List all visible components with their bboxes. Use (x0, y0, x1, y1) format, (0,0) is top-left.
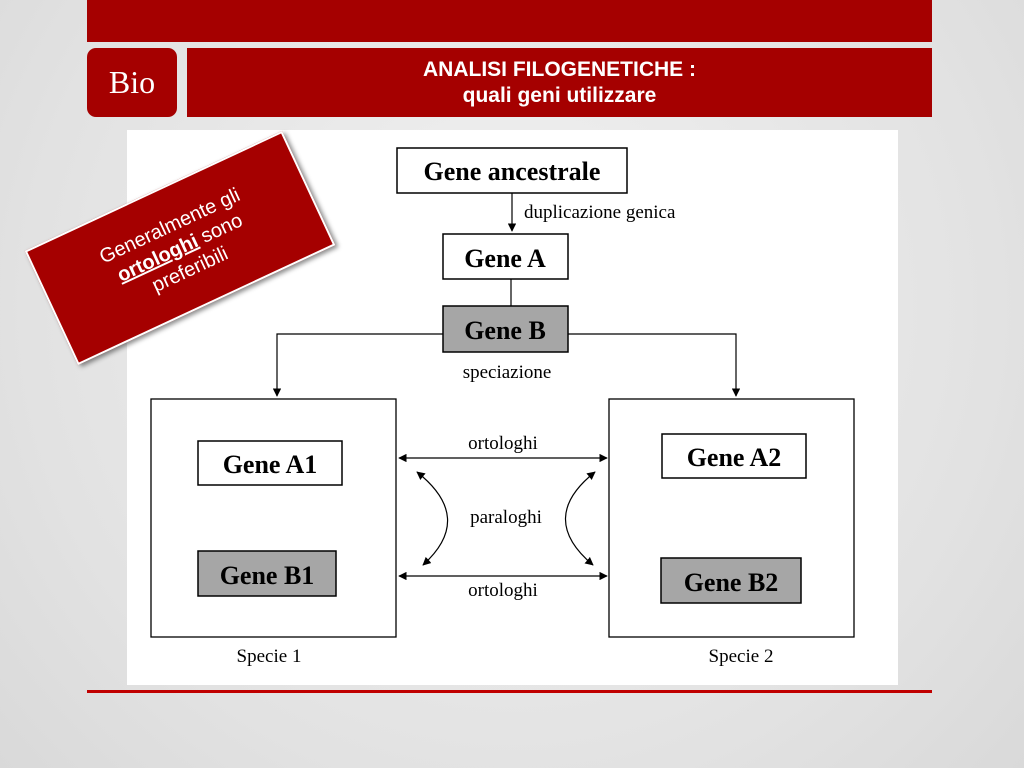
box-gene-a2 (661, 433, 807, 479)
label-ortologhi-bottom: ortologhi (468, 580, 538, 601)
label-gene-a: Gene A (464, 244, 546, 273)
box-gene-a (442, 233, 569, 280)
label-duplicazione: duplicazione genica (524, 202, 676, 223)
label-paraloghi: paraloghi (470, 507, 542, 528)
arrow-paraloghi-right (564, 471, 596, 566)
arrow-paraloghi-left (416, 471, 449, 566)
slide-title: ANALISI FILOGENETICHE : quali geni utili… (187, 48, 932, 117)
label-gene-a1: Gene A1 (223, 450, 318, 479)
box-gene-b2 (660, 557, 802, 604)
label-specie-2: Specie 2 (709, 646, 774, 667)
title-line-2: quali geni utilizzare (462, 83, 657, 107)
box-gene-b1 (197, 550, 337, 597)
gene-diagram: Gene ancestrale duplicazione genica Gene… (127, 130, 898, 685)
box-gene-a1 (197, 440, 343, 486)
title-line-1: ANALISI FILOGENETICHE : (423, 57, 696, 81)
label-speciazione: speciazione (463, 362, 552, 383)
logo-badge: Bio (87, 48, 177, 117)
label-gene-b2: Gene B2 (684, 568, 779, 597)
top-banner (87, 0, 932, 42)
label-gene-a2: Gene A2 (687, 443, 782, 472)
label-gene-b1: Gene B1 (220, 561, 315, 590)
arrow-speciazione-left (272, 333, 443, 397)
label-ortologhi-top: ortologhi (468, 433, 538, 454)
arrow-speciazione-right (568, 333, 741, 397)
box-gene-b (442, 305, 569, 353)
logo-text: Bio (108, 64, 156, 100)
label-gene-b: Gene B (464, 316, 546, 345)
label-specie-1: Specie 1 (237, 646, 302, 667)
box-gene-ancestrale (396, 147, 628, 194)
bottom-divider (87, 690, 932, 693)
diagram-canvas: Gene ancestrale duplicazione genica Gene… (150, 147, 855, 667)
label-gene-ancestrale: Gene ancestrale (424, 157, 601, 186)
frame-specie-1 (150, 398, 397, 638)
